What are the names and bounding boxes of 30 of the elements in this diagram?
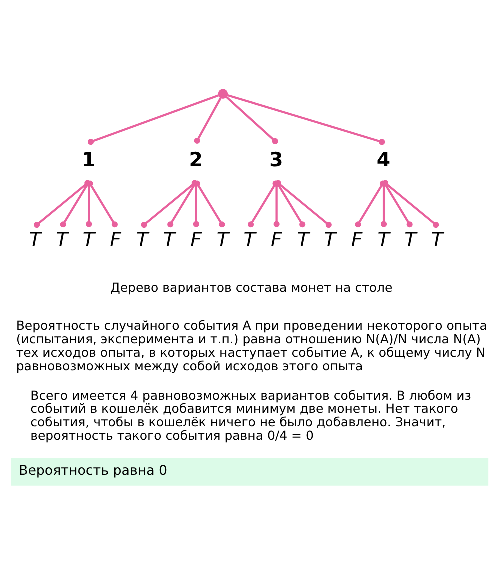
node-text: F — [271, 228, 282, 252]
connector — [227, 94, 386, 146]
node-circle — [218, 89, 228, 99]
node-text: T — [82, 228, 95, 252]
node-text: T — [244, 228, 256, 252]
node-text: 4 — [376, 148, 391, 172]
node-text: F — [190, 228, 202, 252]
node-text: T — [404, 228, 417, 252]
node-text: 1 — [82, 148, 96, 172]
label: Всего имеется 4 равновозможных вариантов события. В любом из событий в кошелёк добавится минимум две монеты. Нет такого события, чтобы в кошелёк ничего не было добавлено. Значит, вероятность такого события равна 0/4 = 0 — [30, 388, 472, 444]
node-text: T — [297, 228, 310, 252]
node-text: T — [216, 228, 229, 252]
connector — [194, 98, 222, 144]
label: Вероятность случайного события A при проведении некоторого опыта (испытания, эксперимента и т.п.) равна отношению N(A)/N числа N(A) тех исходов опыта, в которых наступает событие A, к общему числу N равновозможных между собой исходов этого опыта — [16, 318, 488, 374]
connector — [60, 184, 88, 228]
node-text: F — [110, 228, 122, 252]
node-text: T — [29, 228, 42, 252]
node-text: T — [56, 228, 68, 252]
node-text: 3 — [270, 148, 284, 172]
node-text: T — [378, 228, 390, 252]
node-box: Вероятность равна 0 — [11, 458, 489, 486]
node-text: T — [324, 228, 336, 252]
node-text: T — [136, 228, 149, 252]
node-text: F — [351, 228, 363, 252]
node-text: T — [431, 228, 444, 252]
node-text: 2 — [189, 148, 203, 172]
connector — [226, 96, 278, 144]
node-text: T — [163, 228, 176, 252]
connector — [88, 94, 220, 146]
label: Дерево вариантов состава монет на столе — [110, 280, 393, 296]
